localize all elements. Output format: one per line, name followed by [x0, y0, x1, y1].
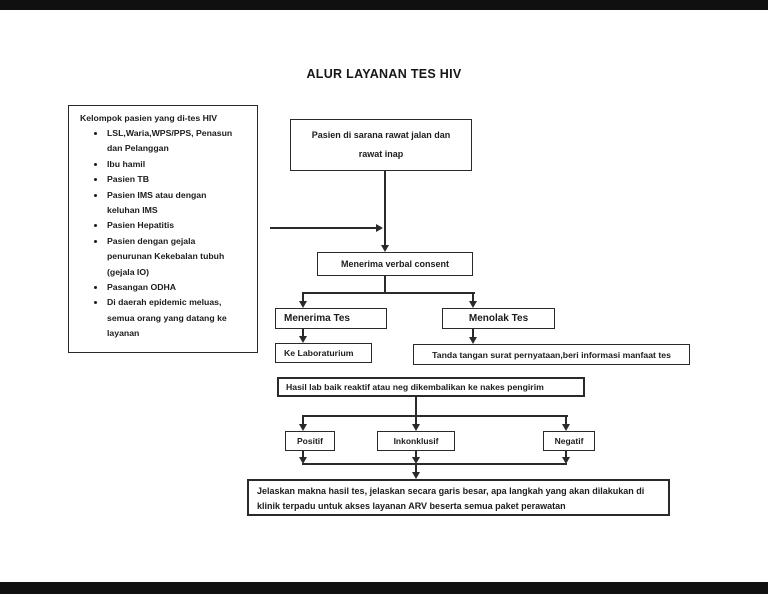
split-line-consent — [302, 292, 475, 294]
connector-collector-to-final — [415, 465, 417, 473]
arrow-down-icon — [469, 337, 477, 344]
flow-laboratory-box: Ke Laboraturium — [275, 343, 372, 363]
flow-lab-result-box: Hasil lab baik reaktif atau neg dikembal… — [277, 377, 585, 397]
flow-positive-label: Positif — [297, 436, 323, 446]
flow-refuse-test-box: Menolak Tes — [442, 308, 555, 329]
flow-inconclusive-box: Inkonklusif — [377, 431, 455, 451]
connector-accept-to-lab — [302, 329, 304, 337]
flow-positive-box: Positif — [285, 431, 335, 451]
arrow-down-icon — [412, 457, 420, 464]
arrow-right-icon — [376, 224, 383, 232]
letterbox-top-bar — [0, 0, 768, 10]
list-item: Pasangan ODHA — [106, 280, 238, 295]
list-item: Pasien dengan gejala penurunan Kekebalan… — [106, 234, 238, 280]
patient-groups-list: LSL,Waria,WPS/PPS, Penasun dan Pelanggan… — [69, 126, 257, 342]
connector-split-to-positive — [302, 415, 304, 425]
flow-verbal-consent-box: Menerima verbal consent — [317, 252, 473, 276]
connector-refuse-to-refusal-action — [472, 329, 474, 338]
flow-start-box: Pasien di sarana rawat jalan dan rawat i… — [290, 119, 472, 171]
collector-line-results — [302, 463, 567, 465]
list-item: Pasien Hepatitis — [106, 218, 238, 233]
flow-laboratory-label: Ke Laboraturium — [284, 348, 354, 358]
connector-split-to-refuse — [472, 292, 474, 302]
flow-accept-test-label: Menerima Tes — [284, 313, 350, 324]
flow-start-label: Pasien di sarana rawat jalan dan rawat i… — [311, 130, 451, 159]
patient-groups-heading: Kelompok pasien yang di-tes HIV — [80, 113, 218, 123]
patient-groups-box: Kelompok pasien yang di-tes HIV LSL,Wari… — [68, 105, 258, 353]
page-title: ALUR LAYANAN TES HIV — [306, 67, 462, 81]
arrow-down-icon — [299, 457, 307, 464]
list-item: Pasien TB — [106, 172, 238, 187]
arrow-down-icon — [299, 424, 307, 431]
arrow-down-icon — [299, 301, 307, 308]
connector-consent-to-split — [384, 276, 386, 294]
connector-positive-to-collector — [302, 451, 304, 458]
list-item: Ibu hamil — [106, 157, 238, 172]
flow-inconclusive-label: Inkonklusif — [393, 436, 439, 446]
connector-start-to-consent — [384, 171, 386, 246]
flow-lab-result-label: Hasil lab baik reaktif atau neg dikembal… — [286, 382, 544, 392]
flow-accept-test-box: Menerima Tes — [275, 308, 387, 329]
letterbox-bottom-bar — [0, 582, 768, 594]
flow-verbal-consent-label: Menerima verbal consent — [340, 259, 450, 269]
arrow-down-icon — [469, 301, 477, 308]
flow-negative-box: Negatif — [543, 431, 595, 451]
arrow-down-icon — [299, 336, 307, 343]
split-line-results — [302, 415, 568, 417]
list-item: Di daerah epidemic meluas, semua orang y… — [106, 295, 238, 341]
flow-refusal-action-label: Tanda tangan surat pernyataan,beri infor… — [432, 349, 671, 360]
flow-refuse-test-label: Menolak Tes — [468, 313, 529, 324]
connector-negative-to-collector — [565, 451, 567, 458]
connector-split-to-inconclusive — [415, 415, 417, 425]
flow-final-explanation-label: Jelaskan makna hasil tes, jelaskan secar… — [257, 486, 645, 511]
connector-split-to-accept — [302, 292, 304, 302]
arrow-down-icon — [562, 457, 570, 464]
list-item: Pasien IMS atau dengan keluhan IMS — [106, 188, 238, 219]
list-item: LSL,Waria,WPS/PPS, Penasun dan Pelanggan — [106, 126, 238, 157]
arrow-down-icon — [412, 472, 420, 479]
flow-final-explanation-box: Jelaskan makna hasil tes, jelaskan secar… — [247, 479, 670, 516]
connector-split-to-negative — [565, 415, 567, 425]
arrow-down-icon — [381, 245, 389, 252]
arrow-down-icon — [412, 424, 420, 431]
connector-inconclusive-to-collector — [415, 451, 417, 458]
flow-negative-label: Negatif — [554, 436, 584, 446]
connector-groups-to-mainline — [270, 227, 377, 229]
arrow-down-icon — [562, 424, 570, 431]
flow-refusal-action-box: Tanda tangan surat pernyataan,beri infor… — [413, 344, 690, 365]
connector-result-to-split — [415, 397, 417, 417]
